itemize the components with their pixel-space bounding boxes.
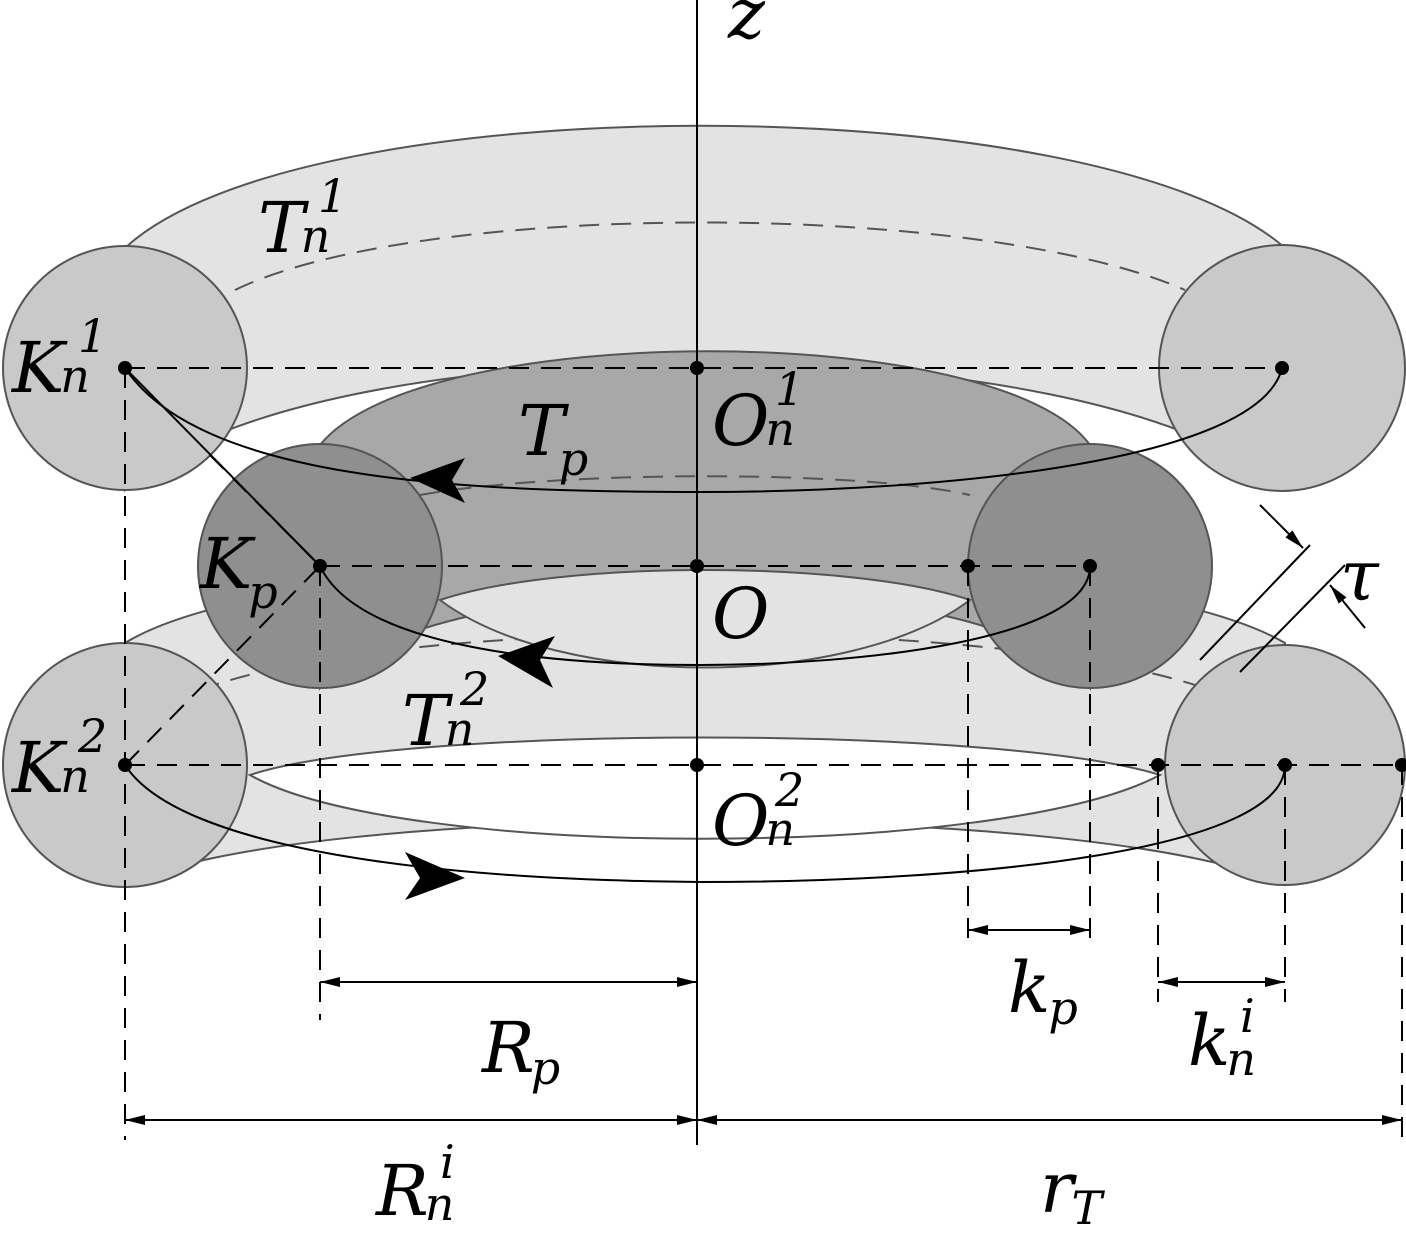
label-Kn1-sup: 1	[78, 309, 107, 363]
label-On2: On	[712, 780, 795, 862]
point-right-edge	[1395, 758, 1406, 772]
middle-torus-hole	[437, 569, 973, 669]
label-Tn1: Tn	[258, 187, 330, 269]
label-O: O	[712, 573, 769, 655]
label-Tp: Tp	[518, 390, 588, 486]
point-On1	[690, 361, 704, 375]
label-Kn2: Kn	[10, 727, 90, 809]
point-kp-left	[961, 559, 975, 573]
point-O	[690, 559, 704, 573]
point-kn-right	[1278, 758, 1292, 772]
tau-arrow-2	[1329, 584, 1366, 629]
point-kp-right	[1083, 559, 1097, 573]
point-Kn2	[118, 758, 132, 772]
diag-tau-1	[1199, 544, 1311, 661]
label-tau: τ	[1340, 535, 1380, 617]
label-Tn2: Tn	[402, 680, 474, 762]
label-kn: kn	[1188, 1000, 1256, 1086]
label-Kn2-sup: 2	[77, 709, 107, 763]
label-Kp: Kp	[198, 523, 278, 619]
label-Rp: Rp	[480, 1007, 560, 1095]
middle-arrowhead	[498, 636, 555, 688]
lower-circulation-curve	[124, 764, 1286, 884]
label-kp: kp	[1008, 947, 1078, 1035]
label-Tn1-sup: 1	[318, 169, 347, 223]
upper-arrowhead	[410, 458, 465, 503]
label-Rn: Rn	[374, 1150, 454, 1232]
middle-circulation-curve	[319, 565, 1091, 667]
lower-torus-hole	[247, 736, 1163, 840]
point-Kp	[313, 559, 327, 573]
label-On1-sup: 1	[775, 362, 804, 416]
upper-circulation-curve	[124, 367, 1283, 494]
middle-torus	[197, 350, 1213, 692]
diag-upper-dashed	[209, 454, 321, 567]
label-Tn2-sup: 2	[459, 662, 489, 716]
label-rT: rT	[1040, 1147, 1105, 1235]
diag-tau-2	[1239, 564, 1346, 673]
axis-label-z: z	[727, 0, 766, 55]
label-Kn1: Kn	[10, 327, 90, 409]
tau-arrow-1	[1259, 504, 1304, 549]
point-Kn1	[118, 361, 132, 375]
point-kn-left	[1151, 758, 1165, 772]
label-On1: On	[712, 380, 795, 462]
upper-torus-centerline	[234, 221, 1186, 291]
label-On2-sup: 2	[774, 763, 804, 817]
diag-lower	[124, 565, 321, 766]
label-kn-sup: i	[1240, 989, 1255, 1043]
points	[118, 361, 1406, 772]
point-upper-right	[1275, 361, 1289, 375]
lower-arrowhead	[405, 852, 465, 900]
label-Rn-sup: i	[440, 1135, 455, 1189]
point-On2	[690, 758, 704, 772]
